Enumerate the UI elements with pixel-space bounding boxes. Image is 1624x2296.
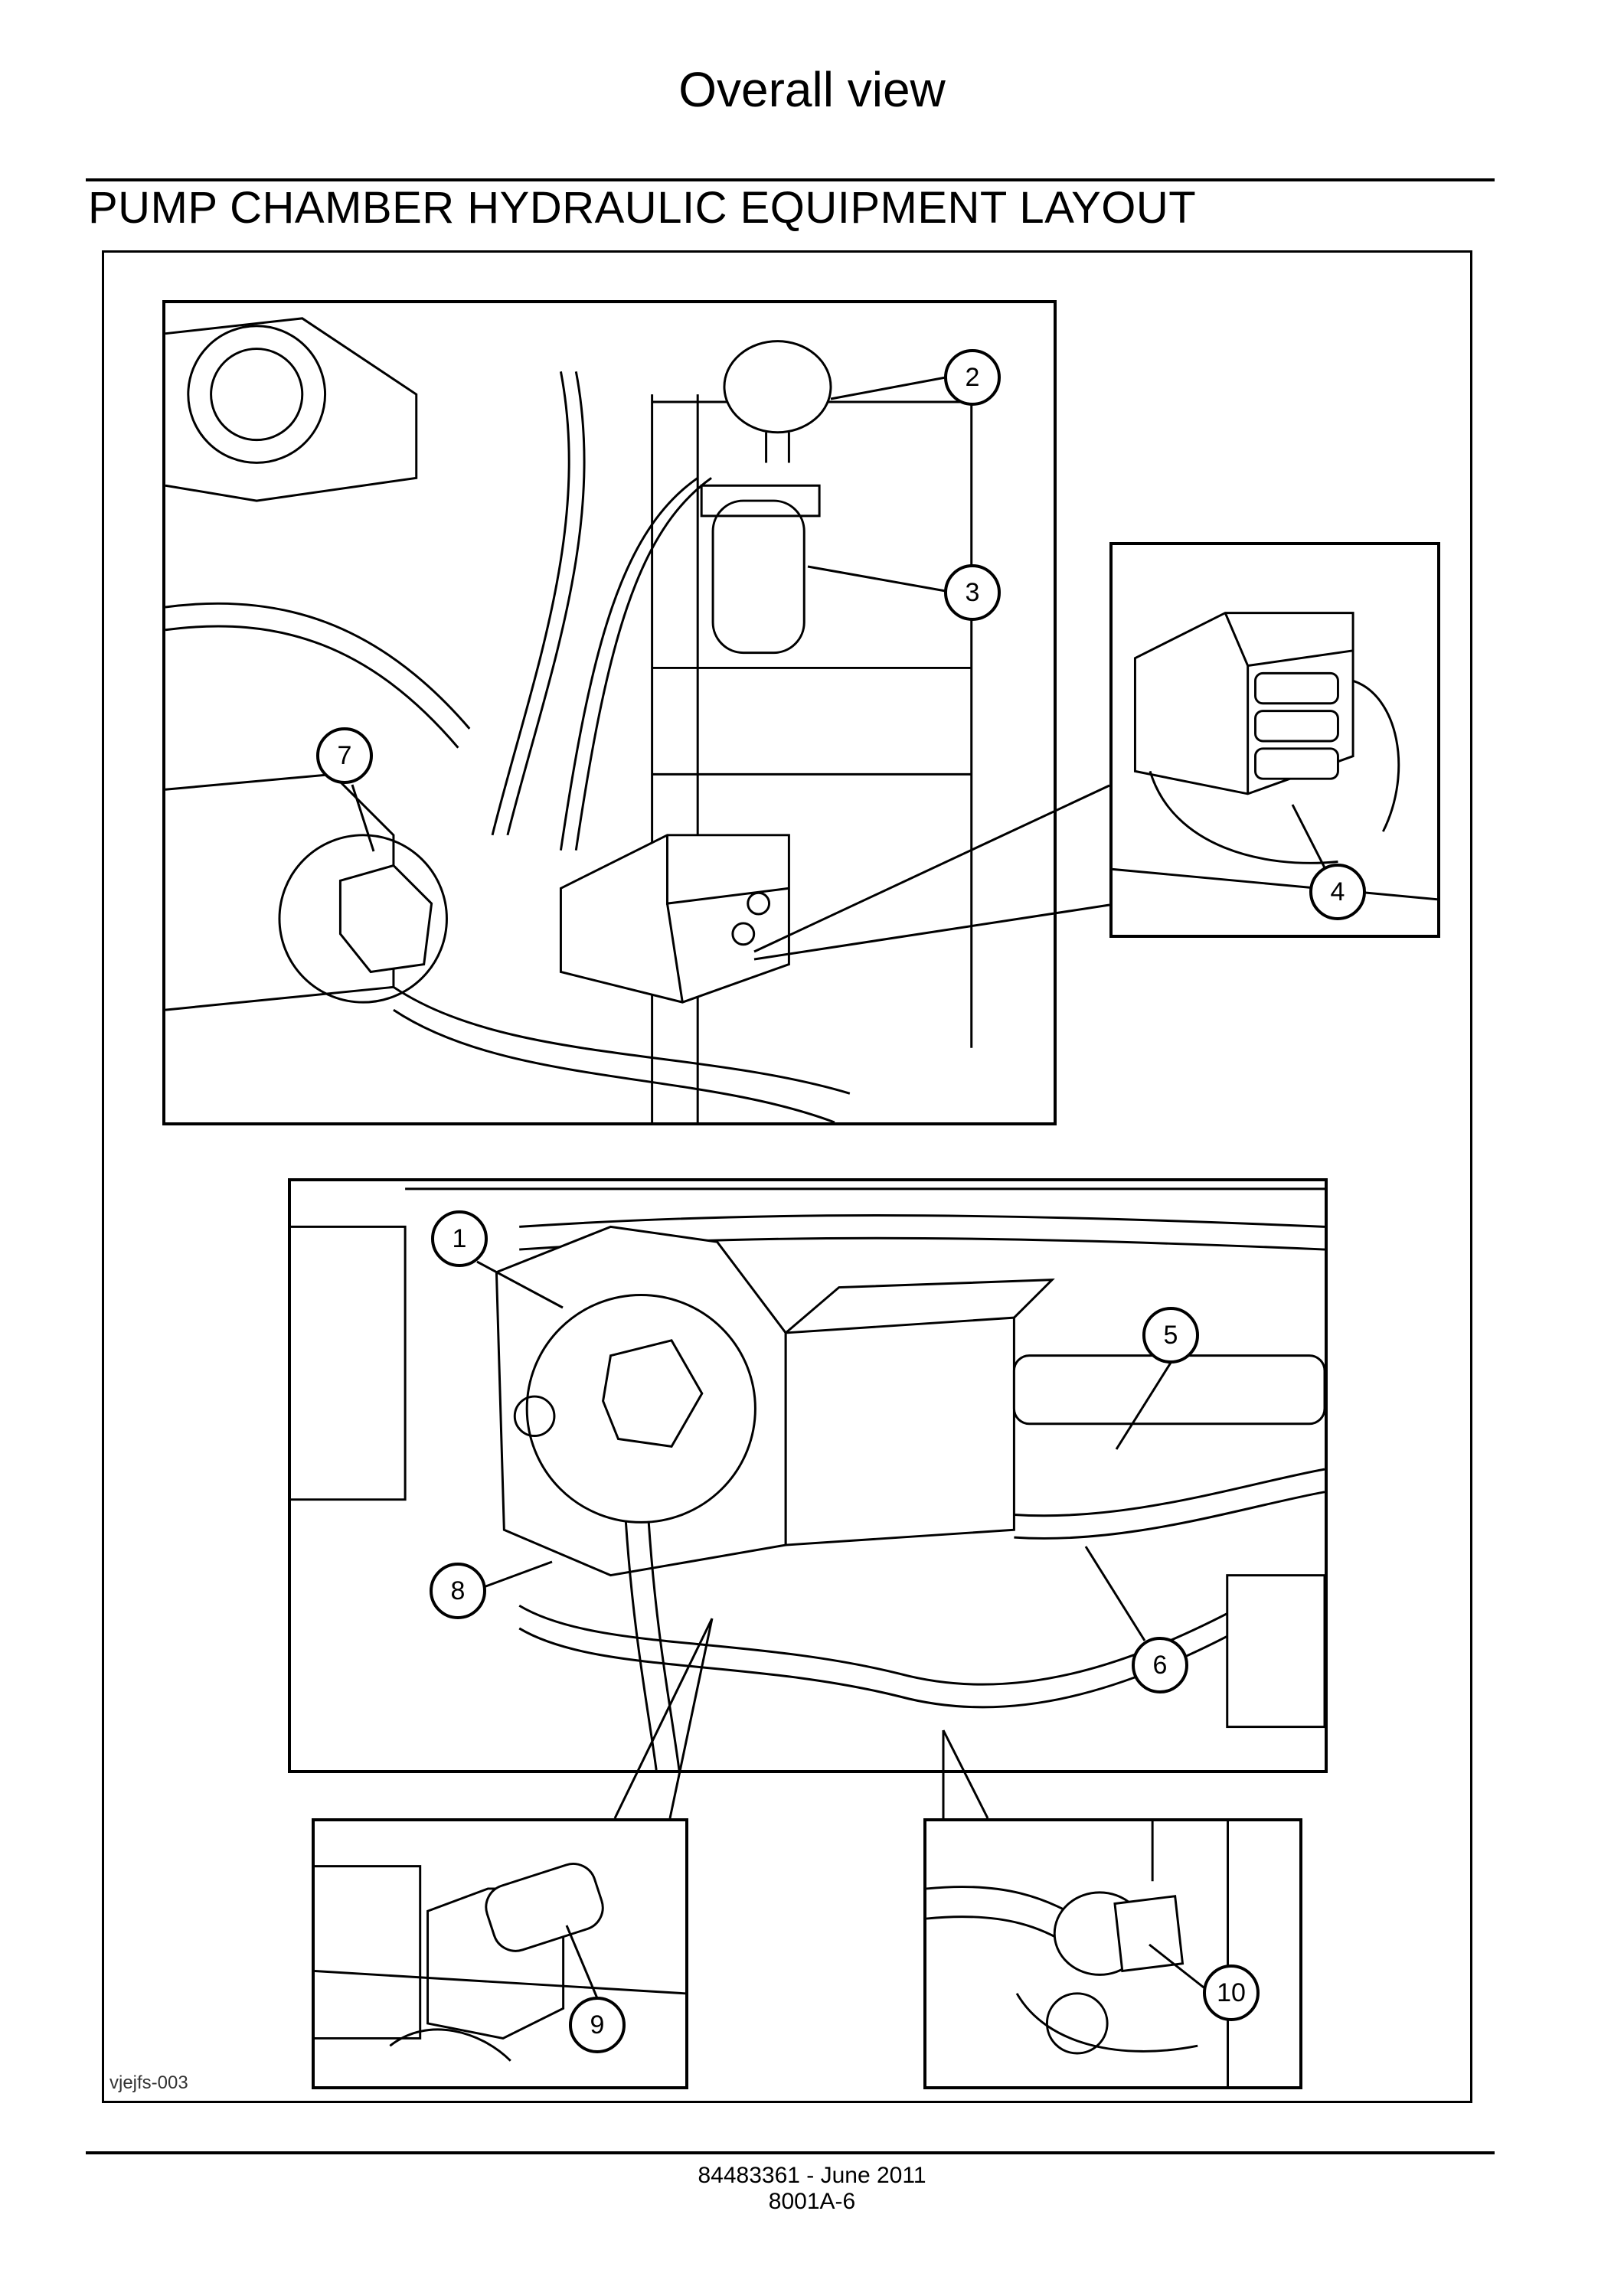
sensor-connector-detail [923, 1818, 1302, 2089]
hydraulic-pump-illustration [288, 1178, 1328, 1773]
solenoid-block-detail [1109, 542, 1440, 938]
document-title: PUMP CHAMBER HYDRAULIC EQUIPMENT LAYOUT [88, 183, 1197, 233]
top-rule [86, 178, 1495, 181]
solenoid-valve-detail [312, 1818, 688, 2089]
footer-page-number: 8001A-6 [768, 2189, 856, 2214]
figure-frame [102, 250, 1472, 2103]
section-header: Overall view [678, 62, 946, 117]
figure-id: vjejfs-003 [109, 2072, 188, 2093]
pump-chamber-illustration [162, 300, 1057, 1125]
footer-doc-number: 84483361 - June 2011 [698, 2163, 926, 2188]
page-footer: 84483361 - June 2011 8001A-6 [0, 2163, 1624, 2215]
bottom-rule [86, 2151, 1495, 2154]
